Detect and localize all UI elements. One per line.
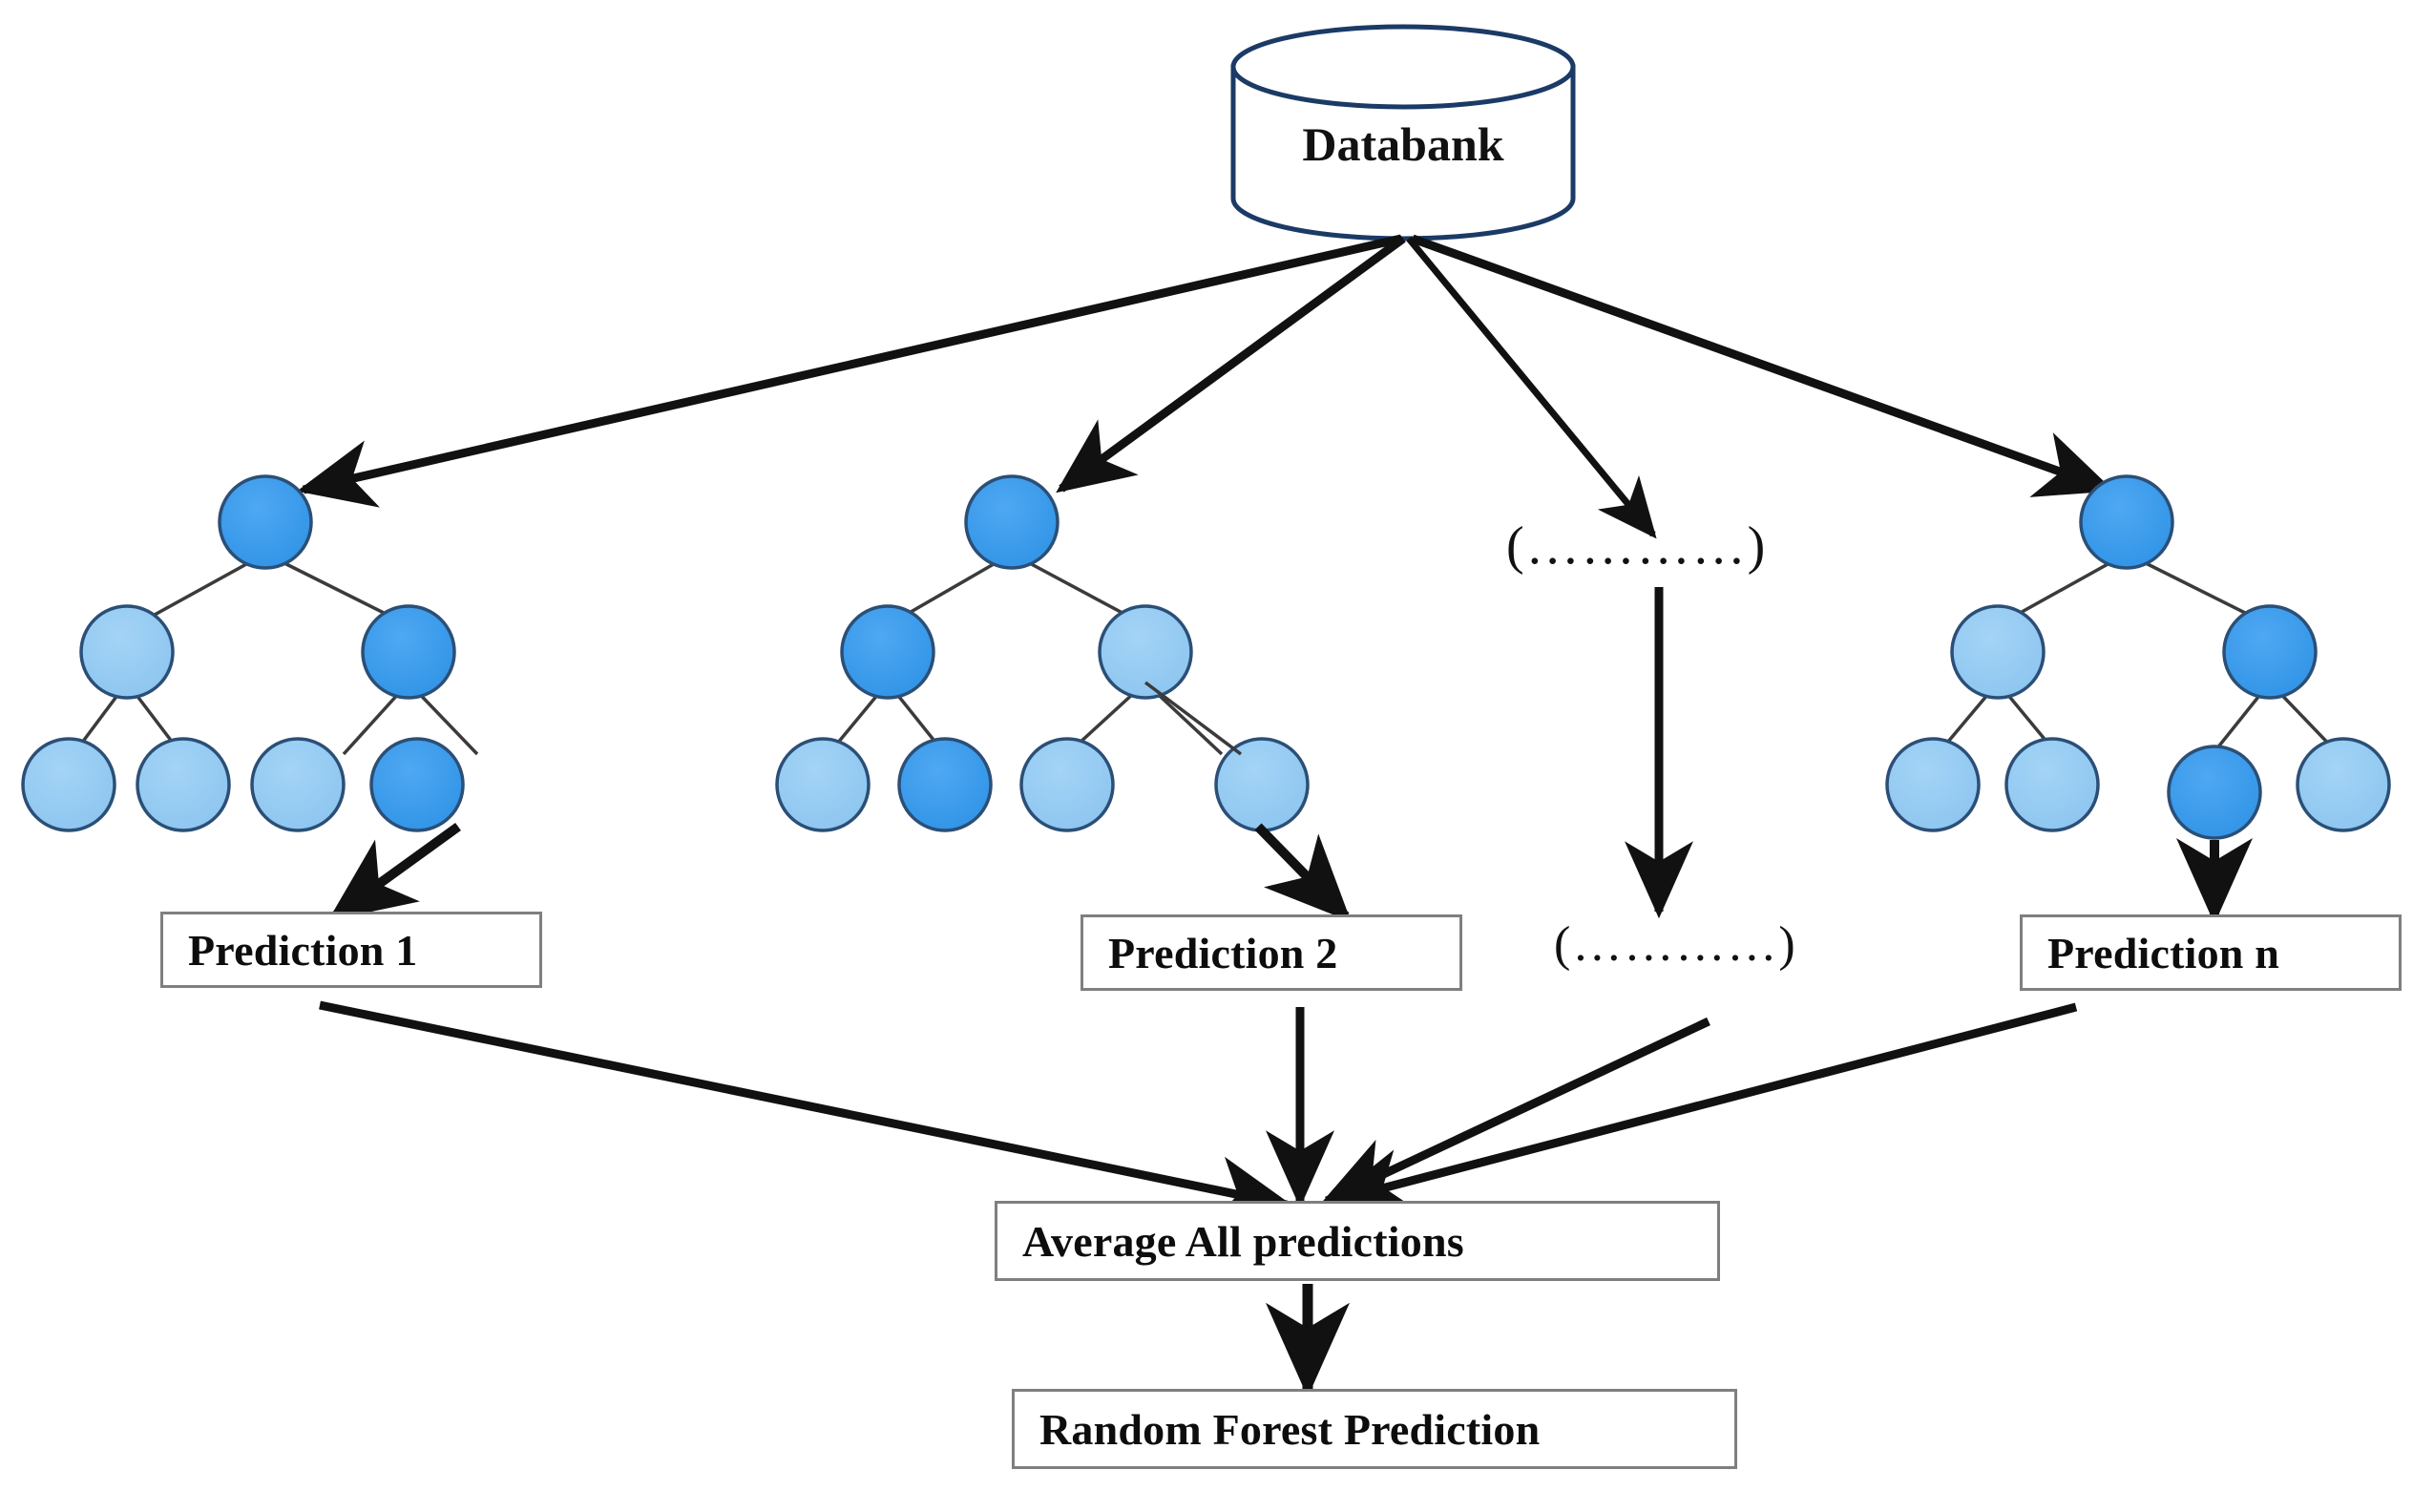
arrow-placeholder-to-average [1320,1017,1710,1206]
prediction-1-box[interactable]: Prediction 1 [160,912,542,988]
average-all-predictions-box[interactable]: Average All predictions [995,1201,1720,1281]
arrow-databank-to-treen [1411,234,2114,497]
random-forest-prediction-box[interactable]: Random Forest Prediction [1012,1389,1737,1469]
average-all-predictions-label: Average All predictions [1022,1216,1464,1266]
tree-n-leaf-node-3 [2167,745,2262,840]
tree-n-leaf-node-1 [1885,737,1981,832]
prediction-n-label: Prediction n [2047,928,2280,977]
arrow-prediction1-to-average [319,1000,1294,1225]
tree-1-leaf-node-2 [136,737,231,832]
tree-2-root-node [964,474,1060,570]
tree-1-root-node [218,474,313,570]
prediction-placeholder-ellipsis: (…………) [1554,917,1797,972]
tree-1-branch-node-right [361,604,456,700]
leaf-to-prediction-arrows [327,822,2253,925]
tree-n-branch-node-right [2222,604,2318,700]
tree-2-leaf-node-3 [1019,737,1115,832]
tree-1-leaf-node-1 [21,737,116,832]
tree-2-leaf-node-4 [1214,737,1310,832]
tree-2-leaf-node-1 [775,737,871,832]
arrow-tree1-to-prediction1 [327,822,461,921]
tree-2-branch-node-right [1098,604,1193,700]
prediction-1-label: Prediction 1 [188,925,418,975]
tree-2 [775,474,1310,832]
random-forest-prediction-label: Random Forest Prediction [1039,1404,1541,1454]
prediction-to-average-arrows [319,1000,2078,1225]
tree-n [1885,474,2391,840]
arrow-predictionn-to-average [1328,1002,2078,1217]
tree-2-branch-node-left [840,604,935,700]
prediction-2-box[interactable]: Prediction 2 [1081,914,1462,991]
arrow-tree2-to-prediction2 [1254,823,1352,922]
tree-2-leaf-node-2 [897,737,993,832]
databank-label: Databank [1302,117,1504,171]
databank-cylinder [1230,24,1576,242]
tree-1-branch-node-left [79,604,175,700]
databank-fanout-arrows [296,234,2114,539]
prediction-2-label: Prediction 2 [1108,928,1338,977]
tree-1-leaf-node-3 [250,737,346,832]
tree-placeholder-ellipsis: (…………) [1506,516,1768,576]
arrow-databank-to-tree2 [1056,235,1406,494]
arrow-databank-to-tree1 [296,234,1403,508]
tree-n-root-node [2079,474,2174,570]
tree-n-leaf-node-4 [2296,737,2391,832]
prediction-n-box[interactable]: Prediction n [2020,914,2402,991]
tree-n-branch-node-left [1950,604,2046,700]
tree-1 [21,474,479,832]
tree-1-leaf-node-4 [369,737,465,832]
arrow-databank-to-placeholder [1406,236,1657,539]
tree-n-leaf-node-2 [2004,737,2100,832]
